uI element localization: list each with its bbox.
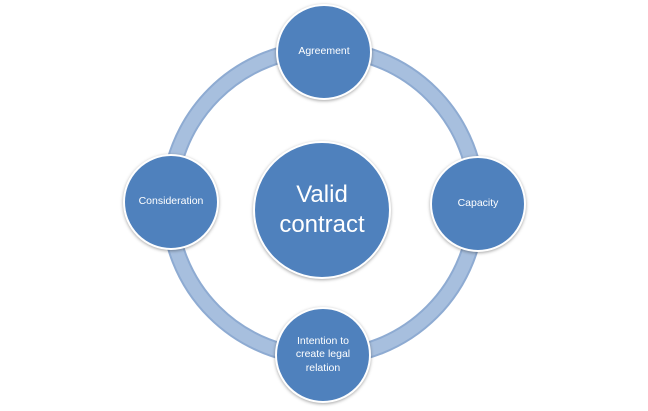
node-agreement: Agreement: [276, 4, 372, 100]
node-consideration-label: Consideration: [138, 195, 204, 208]
node-consideration: Consideration: [123, 154, 219, 250]
node-agreement-label: Agreement: [298, 45, 350, 58]
node-capacity-label: Capacity: [457, 197, 499, 210]
center-label: Valid contract: [279, 181, 365, 238]
node-intention-label: Intention to create legal relation: [295, 335, 351, 374]
node-intention: Intention to create legal relation: [275, 307, 371, 403]
node-valid-contract: Valid contract: [253, 141, 391, 279]
node-capacity: Capacity: [430, 156, 526, 252]
